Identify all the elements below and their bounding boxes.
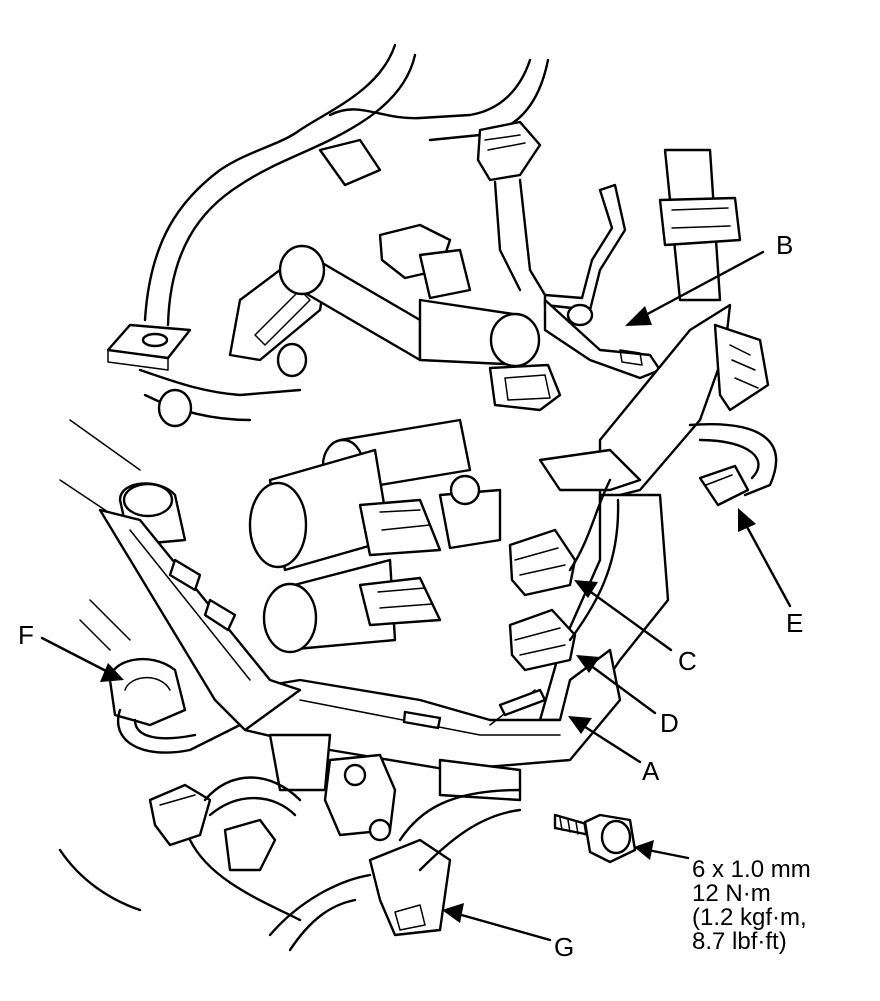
bolt-spec: 6 x 1.0 mm 12 N·m (1.2 kgf·m, 8.7 lbf·ft… (692, 858, 811, 954)
callout-d: D (660, 708, 679, 738)
bolt-torque-nm: 12 N·m (692, 880, 771, 907)
bolt-size: 6 x 1.0 mm (692, 856, 811, 883)
leader-c (586, 588, 673, 652)
leader-e (744, 523, 792, 608)
leader-d (588, 663, 657, 715)
callout-b: B (776, 230, 794, 260)
bolt-torque-kgf: (1.2 kgf·m, (692, 904, 807, 931)
wire-harness-a (58, 148, 778, 952)
leader-g (456, 912, 552, 942)
harness-bracket-b (543, 183, 662, 380)
flange-bolt (553, 813, 637, 864)
callout-f: F (18, 620, 34, 650)
leader-b (638, 250, 765, 320)
leader-lines (40, 250, 792, 942)
bolt-torque-lbf: 8.7 lbf·ft) (692, 928, 787, 955)
leader-f (40, 636, 110, 674)
leader-a (580, 723, 642, 764)
callout-a: A (642, 756, 660, 786)
callout-g: G (554, 932, 575, 962)
leader-bolt (646, 848, 690, 860)
callout-e: E (786, 608, 804, 638)
callout-c: C (678, 646, 697, 676)
